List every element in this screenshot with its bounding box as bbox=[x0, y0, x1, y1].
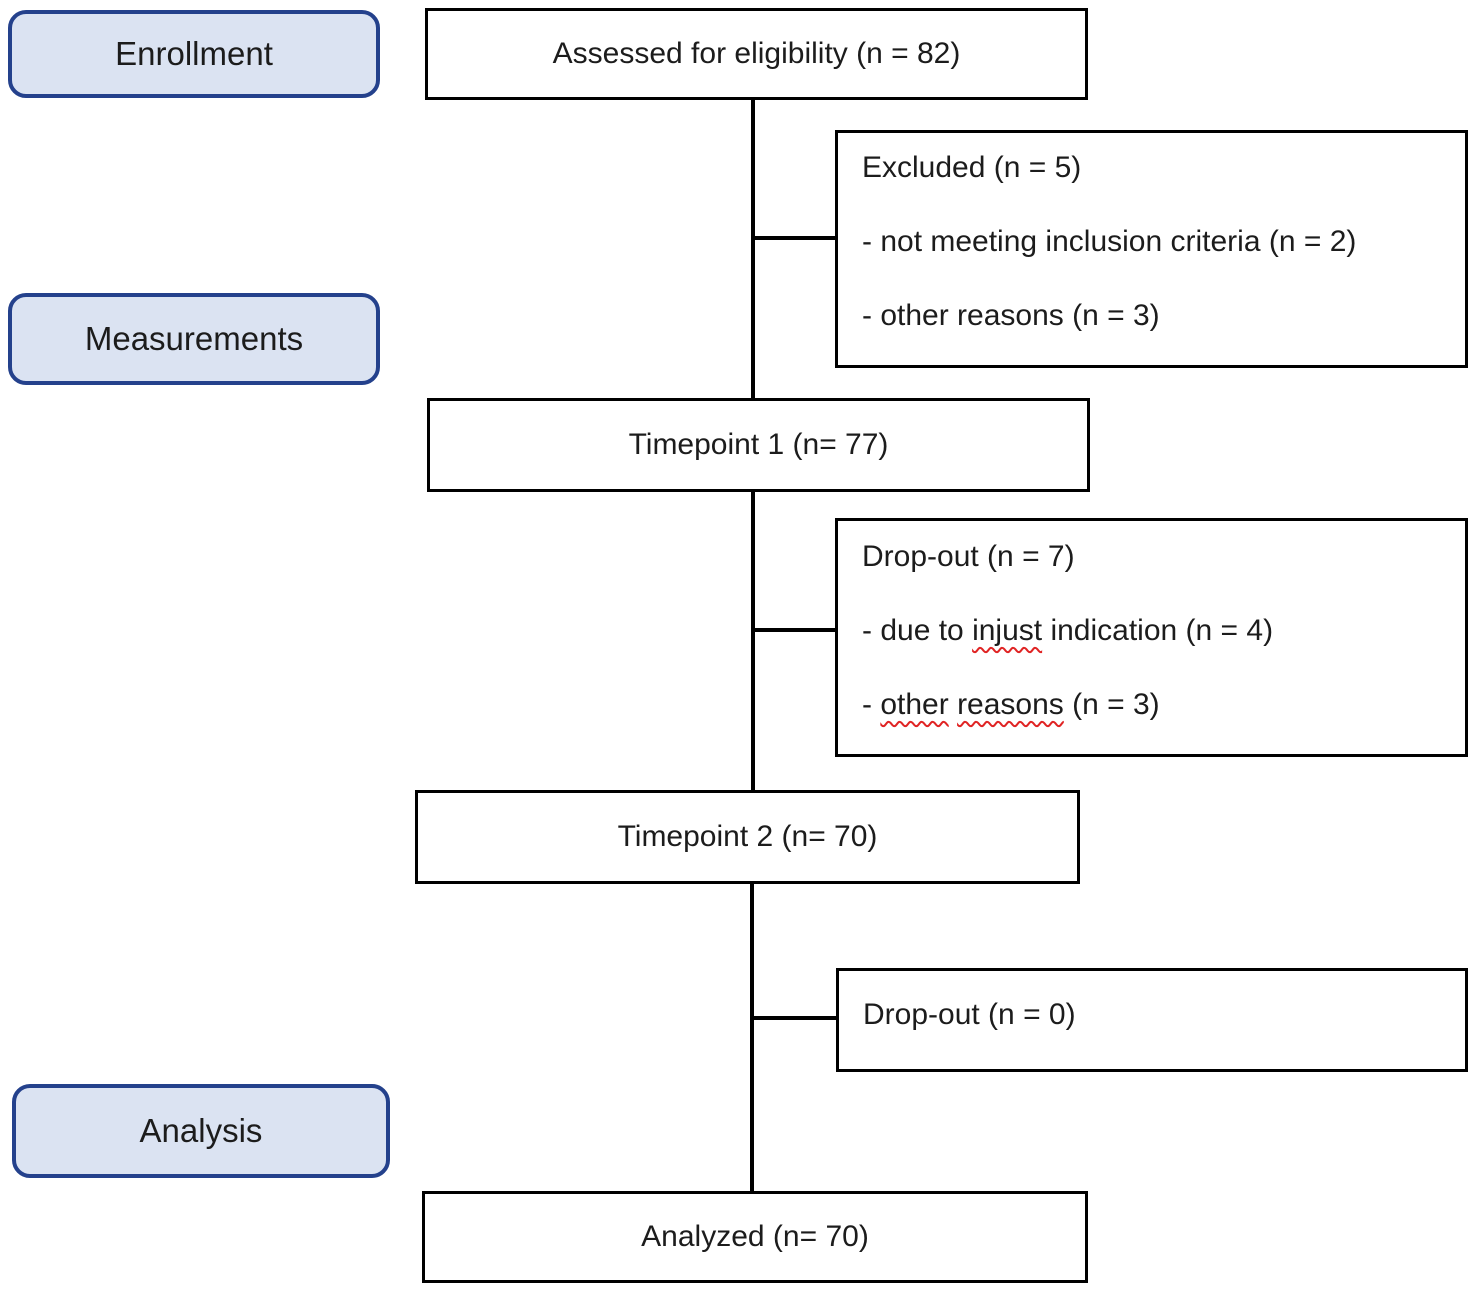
dropout-t2-title: Drop-out (n = 0) bbox=[863, 998, 1076, 1031]
connector-branch-to-dropout-t2 bbox=[752, 1016, 838, 1020]
stage-box-measurements: Measurements bbox=[8, 293, 380, 385]
flow-box-timepoint1-label: Timepoint 1 (n= 77) bbox=[628, 428, 889, 461]
dropout-t1-reason-1-suffix: indication (n = 4) bbox=[1042, 613, 1274, 647]
dropout-t1-reason-2-prefix: - bbox=[862, 687, 881, 721]
connector-timepoint2-to-analyzed bbox=[750, 884, 754, 1191]
stage-label-measurements: Measurements bbox=[84, 320, 304, 357]
excluded-title: Excluded (n = 5) bbox=[862, 151, 1082, 184]
connector-branch-to-dropout-t1 bbox=[753, 628, 837, 632]
connector-timepoint1-to-timepoint2 bbox=[751, 492, 755, 790]
stage-label-enrollment: Enrollment bbox=[115, 35, 273, 72]
side-box-excluded: Excluded (n = 5) - not meeting inclusion… bbox=[835, 130, 1468, 368]
flow-box-assessed-label: Assessed for eligibility (n = 82) bbox=[552, 37, 961, 70]
stage-box-enrollment: Enrollment bbox=[8, 10, 380, 98]
connector-branch-to-excluded bbox=[753, 236, 837, 240]
excluded-reason-1: - not meeting inclusion criteria (n = 2) bbox=[862, 225, 1357, 258]
dropout-t1-reason-1: - due to injust indication (n = 4) bbox=[862, 613, 1451, 649]
flow-box-analyzed-label: Analyzed (n= 70) bbox=[641, 1220, 869, 1253]
flow-box-assessed: Assessed for eligibility (n = 82) bbox=[425, 8, 1088, 100]
connector-assessed-to-timepoint1 bbox=[751, 100, 755, 398]
stage-label-analysis: Analysis bbox=[139, 1112, 263, 1149]
dropout-t1-title: Drop-out (n = 7) bbox=[862, 539, 1075, 573]
dropout-t1-reason-2-misspelled-word-1: other bbox=[880, 687, 949, 721]
flow-box-analyzed: Analyzed (n= 70) bbox=[422, 1191, 1088, 1283]
dropout-t1-reason-2: - other reasons (n = 3) bbox=[862, 687, 1451, 723]
side-box-dropout-t2: Drop-out (n = 0) bbox=[836, 968, 1468, 1072]
excluded-reason-2: - other reasons (n = 3) bbox=[862, 299, 1160, 332]
dropout-t1-reason-1-misspelled-word: injust bbox=[972, 613, 1043, 647]
flow-box-timepoint1: Timepoint 1 (n= 77) bbox=[427, 398, 1090, 492]
flow-box-timepoint2: Timepoint 2 (n= 70) bbox=[415, 790, 1080, 884]
dropout-t1-reason-1-prefix: - due to bbox=[862, 613, 973, 647]
dropout-t1-reason-2-misspelled-word-2: reasons bbox=[957, 687, 1064, 721]
dropout-t1-reason-2-suffix: (n = 3) bbox=[1063, 687, 1160, 721]
flow-box-timepoint2-label: Timepoint 2 (n= 70) bbox=[617, 820, 878, 853]
stage-box-analysis: Analysis bbox=[12, 1084, 390, 1178]
side-box-dropout-t1: Drop-out (n = 7) - due to injust indicat… bbox=[835, 518, 1468, 757]
